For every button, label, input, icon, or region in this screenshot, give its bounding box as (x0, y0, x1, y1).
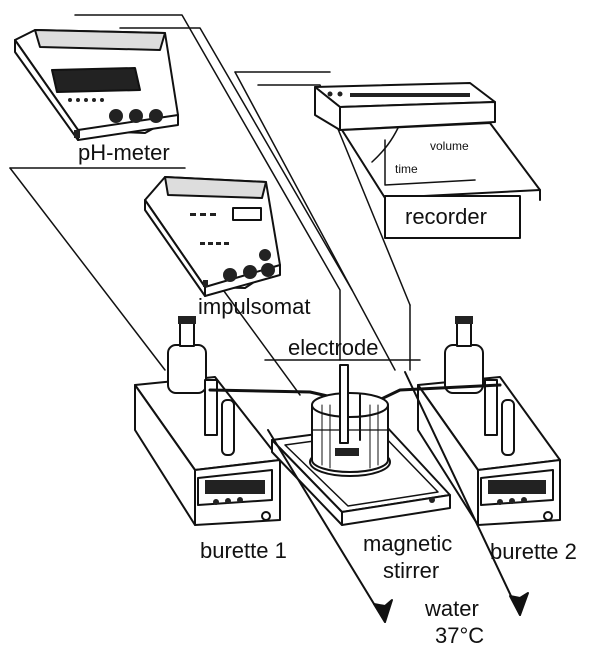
water-out-arrow (510, 593, 528, 615)
label-ph-meter: pH-meter (78, 142, 170, 164)
label-recorder: recorder (405, 206, 487, 228)
label-water: water (425, 598, 479, 620)
label-magnetic: magnetic (363, 533, 452, 555)
burette-1-display (205, 480, 265, 494)
label-time: time (395, 163, 418, 175)
reaction-vessel (310, 365, 390, 476)
label-volume: volume (430, 140, 469, 152)
burette-2-display (488, 480, 546, 494)
label-burette-2: burette 2 (490, 541, 577, 563)
electrode-probe (340, 365, 348, 443)
burette-1-bottle (168, 345, 206, 393)
label-temperature: 37°C (435, 625, 484, 647)
label-stirrer: stirrer (383, 560, 439, 582)
water-in-arrow (374, 600, 392, 622)
ph-meter-device (15, 30, 178, 140)
label-burette-1: burette 1 (200, 540, 287, 562)
ph-meter-display (52, 68, 140, 92)
burette-1-device (135, 316, 280, 525)
recorder-paper (342, 123, 540, 198)
label-impulsomat: impulsomat (198, 296, 310, 318)
label-electrode: electrode (288, 337, 379, 359)
impulsomat-display (233, 208, 261, 220)
impulsomat-device (145, 177, 280, 296)
